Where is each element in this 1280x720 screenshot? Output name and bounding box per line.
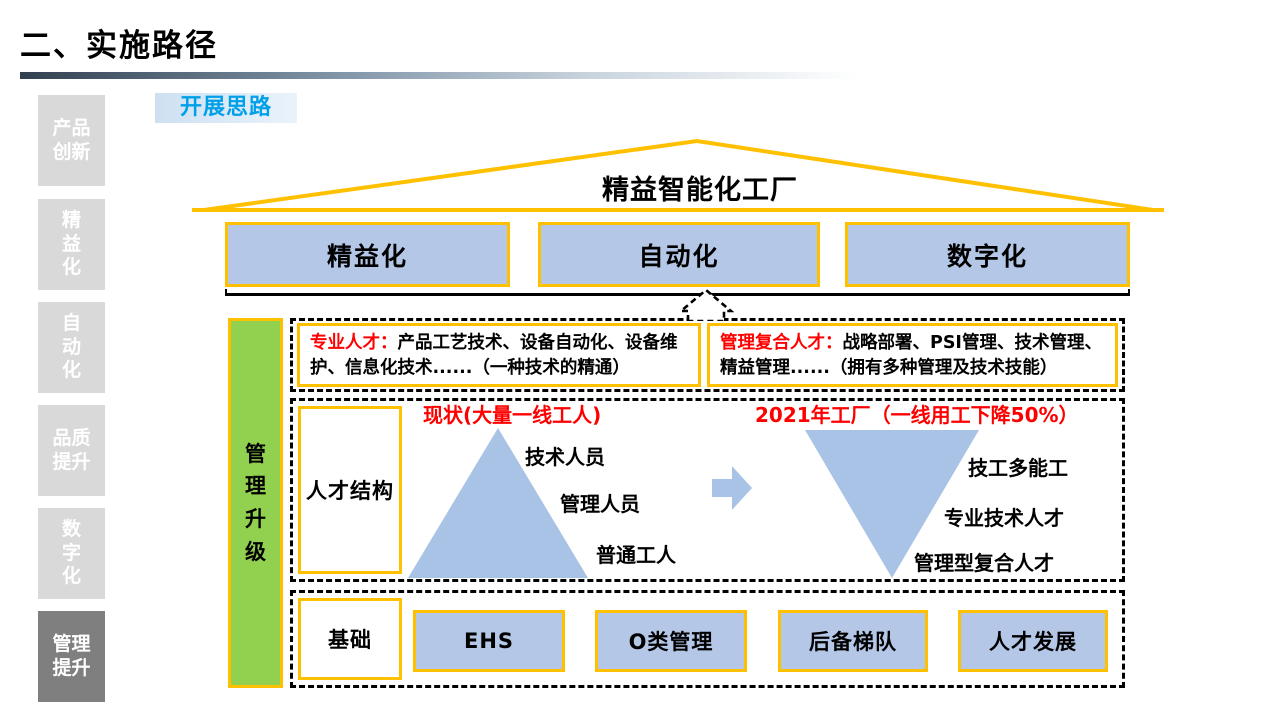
foundation-item-ehs: EHS [413,610,565,672]
future-state-header: 2021年工厂（一线用工下降50%） [755,403,1079,427]
talent-box-professional: 专业人才：产品工艺技术、设备自动化、设备维护、信息化技术......（一种技术的… [297,323,701,387]
structure-label-box: 人才结构 [298,406,402,574]
talent-box-compound: 管理复合人才：战略部署、PSI管理、技术管理、精益管理......（拥有多种管理… [707,323,1118,387]
foundation-item-reserve: 后备梯队 [778,610,928,672]
current-level-ordinary: 普通工人 [596,543,676,567]
pillar-digital: 数字化 [845,222,1130,287]
roof-outline [192,138,1164,212]
sidebar-item-quality[interactable]: 品质 提升 [38,405,105,496]
sidebar-item-product-innovation[interactable]: 产品 创新 [38,95,105,186]
sidebar-item-automation[interactable]: 自 动 化 [38,302,105,393]
sidebar-item-management[interactable]: 管理 提升 [38,611,105,702]
pillar-lean: 精益化 [225,222,510,287]
section-label: 开展思路 [155,93,297,123]
roof-title: 精益智能化工厂 [602,175,798,206]
current-level-management: 管理人员 [560,492,640,516]
talent-box-professional-highlight: 专业人才： [310,333,398,353]
page-title: 二、实施路径 [20,28,218,64]
sidebar-item-digital[interactable]: 数 字 化 [38,508,105,599]
pyramid-future-icon [805,430,979,578]
foundation-item-talent-dev: 人才发展 [958,610,1108,672]
title-divider [20,72,900,79]
current-level-technical: 技术人员 [525,445,605,469]
future-level-multiskill: 技工多能工 [968,456,1068,480]
right-arrow-icon [712,466,752,510]
up-arrow-icon [678,288,734,321]
talent-box-compound-highlight: 管理复合人才： [720,333,843,353]
future-level-compound: 管理型复合人才 [914,551,1054,575]
pillar-bracket [225,289,1130,296]
foundation-item-o-management: O类管理 [595,610,747,672]
current-state-header: 现状(大量一线工人) [423,403,602,427]
future-level-professional: 专业技术人才 [944,506,1064,530]
management-upgrade-bar: 管 理 升 级 [228,318,283,688]
talent-box-compound-desc: 战略部署、PSI管理、技术管理、精益管理......（拥有多种管理及技术技能） [720,333,1102,379]
pyramid-current-icon [408,428,588,578]
talent-box-professional-desc: 产品工艺技术、设备自动化、设备维护、信息化技术......（一种技术的精通） [310,333,678,379]
sidebar-item-lean[interactable]: 精 益 化 [38,199,105,290]
foundation-label-box: 基础 [298,598,402,680]
pillar-automation: 自动化 [538,222,820,287]
